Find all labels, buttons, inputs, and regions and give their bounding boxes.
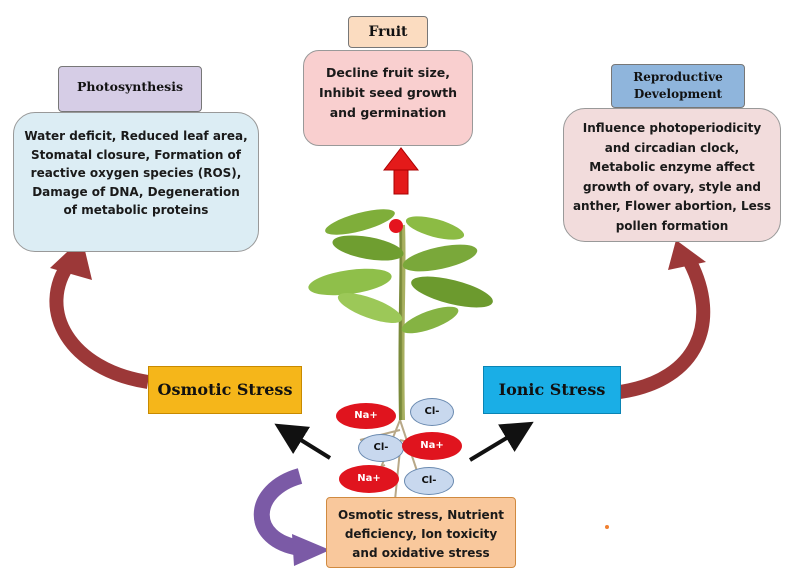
arrow-to-ionic bbox=[468, 421, 534, 462]
na-ion-1: Na+ bbox=[336, 403, 396, 429]
curved-arrow-left bbox=[49, 238, 150, 389]
reproductive-label-line1: Reproductive bbox=[633, 70, 723, 84]
cl-ion-1: Cl- bbox=[410, 398, 454, 426]
reproductive-label-line2: Development bbox=[633, 87, 723, 101]
osmotic-stress-box: Osmotic Stress bbox=[148, 366, 302, 414]
fruit-text: Decline fruit size, Inhibit seed growth … bbox=[318, 65, 458, 120]
arrow-to-osmotic bbox=[274, 423, 332, 460]
up-arrow bbox=[382, 147, 420, 195]
fruit-label-tab: Fruit bbox=[348, 16, 428, 48]
purple-arrow bbox=[253, 468, 330, 566]
plant-illustration bbox=[308, 209, 493, 501]
photosynthesis-text: Water deficit, Reduced leaf area, Stomat… bbox=[24, 129, 248, 217]
stray-dot bbox=[605, 525, 609, 529]
photosynthesis-box: Water deficit, Reduced leaf area, Stomat… bbox=[13, 112, 259, 252]
photosynthesis-label-tab: Photosynthesis bbox=[58, 66, 202, 112]
cl-ion-3: Cl- bbox=[404, 467, 454, 495]
reproductive-label-tab: Reproductive Development bbox=[611, 64, 745, 108]
na-ion-2: Na+ bbox=[402, 432, 462, 460]
root-effects-text: Osmotic stress, Nutrient deficiency, Ion… bbox=[338, 508, 504, 560]
ionic-stress-box: Ionic Stress bbox=[483, 366, 621, 414]
reproductive-box: Influence photoperiodicity and circadian… bbox=[563, 108, 781, 242]
curved-arrow-right bbox=[618, 240, 711, 399]
na-ion-3: Na+ bbox=[339, 465, 399, 493]
cl-ion-2: Cl- bbox=[358, 434, 404, 462]
reproductive-text: Influence photoperiodicity and circadian… bbox=[572, 121, 772, 233]
root-effects-box: Osmotic stress, Nutrient deficiency, Ion… bbox=[326, 497, 516, 568]
fruit-box: Decline fruit size, Inhibit seed growth … bbox=[303, 50, 473, 146]
